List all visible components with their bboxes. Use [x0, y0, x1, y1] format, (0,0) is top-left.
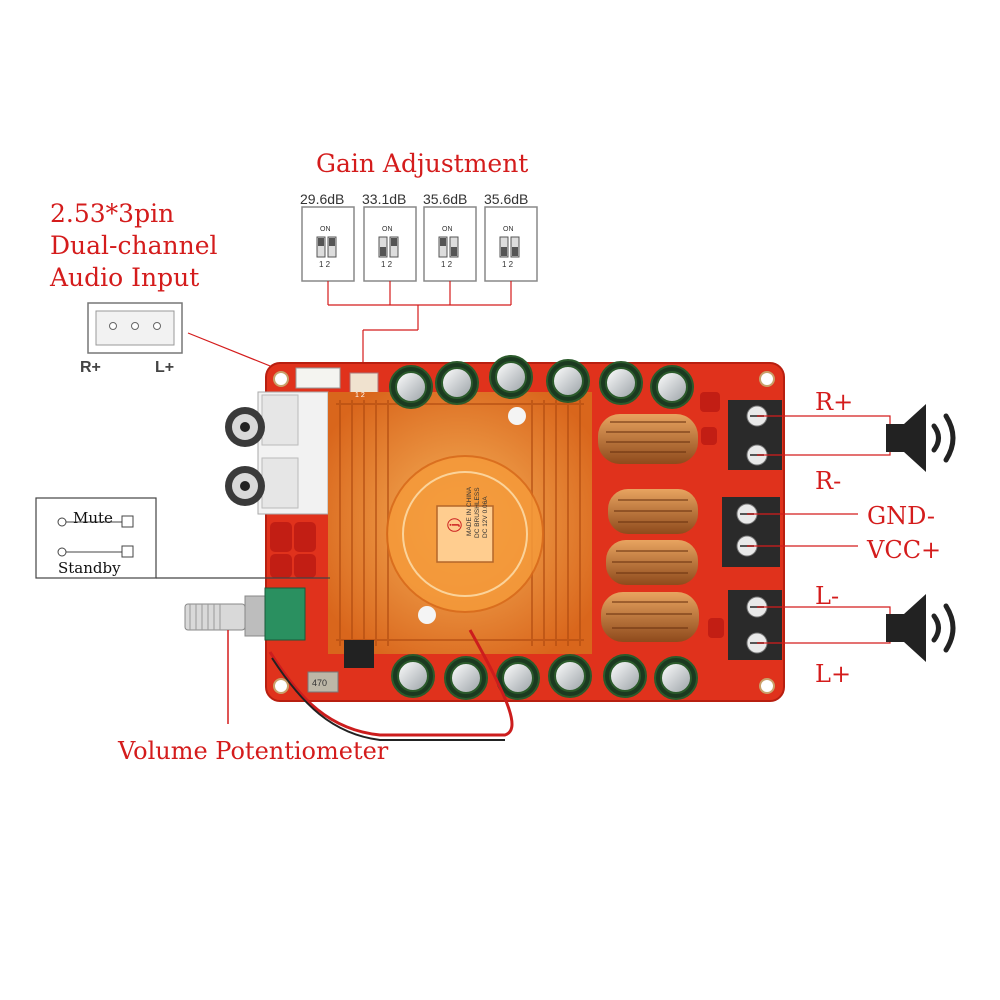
terminal-label-l-minus: L-	[815, 582, 840, 610]
bottom-capacitors	[391, 654, 698, 700]
gain-on-4: ON	[503, 226, 514, 233]
gain-pins-1: 1 2	[319, 260, 331, 269]
gain-switch-row	[301, 206, 538, 368]
fan-label-1: MADE IN CHINA	[466, 486, 473, 536]
left-components: 470	[184, 392, 724, 693]
volume-potentiometer-label: Volume Potentiometer	[118, 737, 389, 765]
top-capacitors	[389, 355, 694, 409]
svg-text:ⓙ: ⓙ	[447, 518, 463, 532]
terminal-label-l-plus: L+	[815, 660, 852, 688]
gain-on-2: ON	[382, 226, 393, 233]
terminal-blocks	[722, 400, 782, 660]
input-label-line3: Audio Input	[50, 263, 200, 292]
terminal-label-r-minus: R-	[815, 467, 842, 495]
gain-pins-3: 1 2	[441, 260, 453, 269]
gain-db-3: 35.6dB	[423, 191, 468, 207]
input-label-line2: Dual-channel	[50, 231, 218, 260]
terminal-label-vcc: VCC+	[867, 536, 942, 564]
speaker-icon-left	[886, 594, 956, 662]
standby-label: Standby	[58, 559, 121, 577]
fan-label-2: DC BRUSHLESS	[474, 487, 481, 538]
fan-label-3: DC 12V 0.06A	[482, 496, 489, 538]
terminal-label-r-plus: R+	[815, 388, 854, 416]
gain-on-3: ON	[442, 226, 453, 233]
heatsink: ⓙ MADE IN CHINA DC BRUSHLESS DC 12V 0.06…	[328, 392, 592, 654]
input-connector-drawing	[87, 302, 301, 379]
inductor-value: 470	[312, 678, 327, 688]
input-pin-right: L+	[155, 359, 175, 376]
fan-wire-red	[268, 629, 514, 737]
gain-db-4: 35.6dB	[484, 191, 529, 207]
gain-db-2: 33.1dB	[362, 191, 407, 207]
onboard-dip-pins: 1 2	[355, 392, 365, 399]
input-label-line1: 2.53*3pin	[50, 199, 175, 228]
mute-standby-box	[35, 497, 330, 579]
mute-label: Mute	[73, 509, 113, 527]
inductor-coils	[598, 414, 699, 642]
rca-jacks	[225, 391, 329, 515]
input-pin-left: R+	[80, 359, 101, 376]
terminal-label-gnd: GND-	[867, 502, 935, 530]
gain-on-1: ON	[320, 226, 331, 233]
gain-pins-4: 1 2	[502, 260, 514, 269]
gain-pins-2: 1 2	[381, 260, 393, 269]
fan-wire-black	[271, 657, 505, 741]
gain-db-1: 29.6dB	[300, 191, 345, 207]
speaker-icon-right	[886, 404, 956, 472]
gain-adjustment-title: Gain Adjustment	[316, 149, 529, 178]
